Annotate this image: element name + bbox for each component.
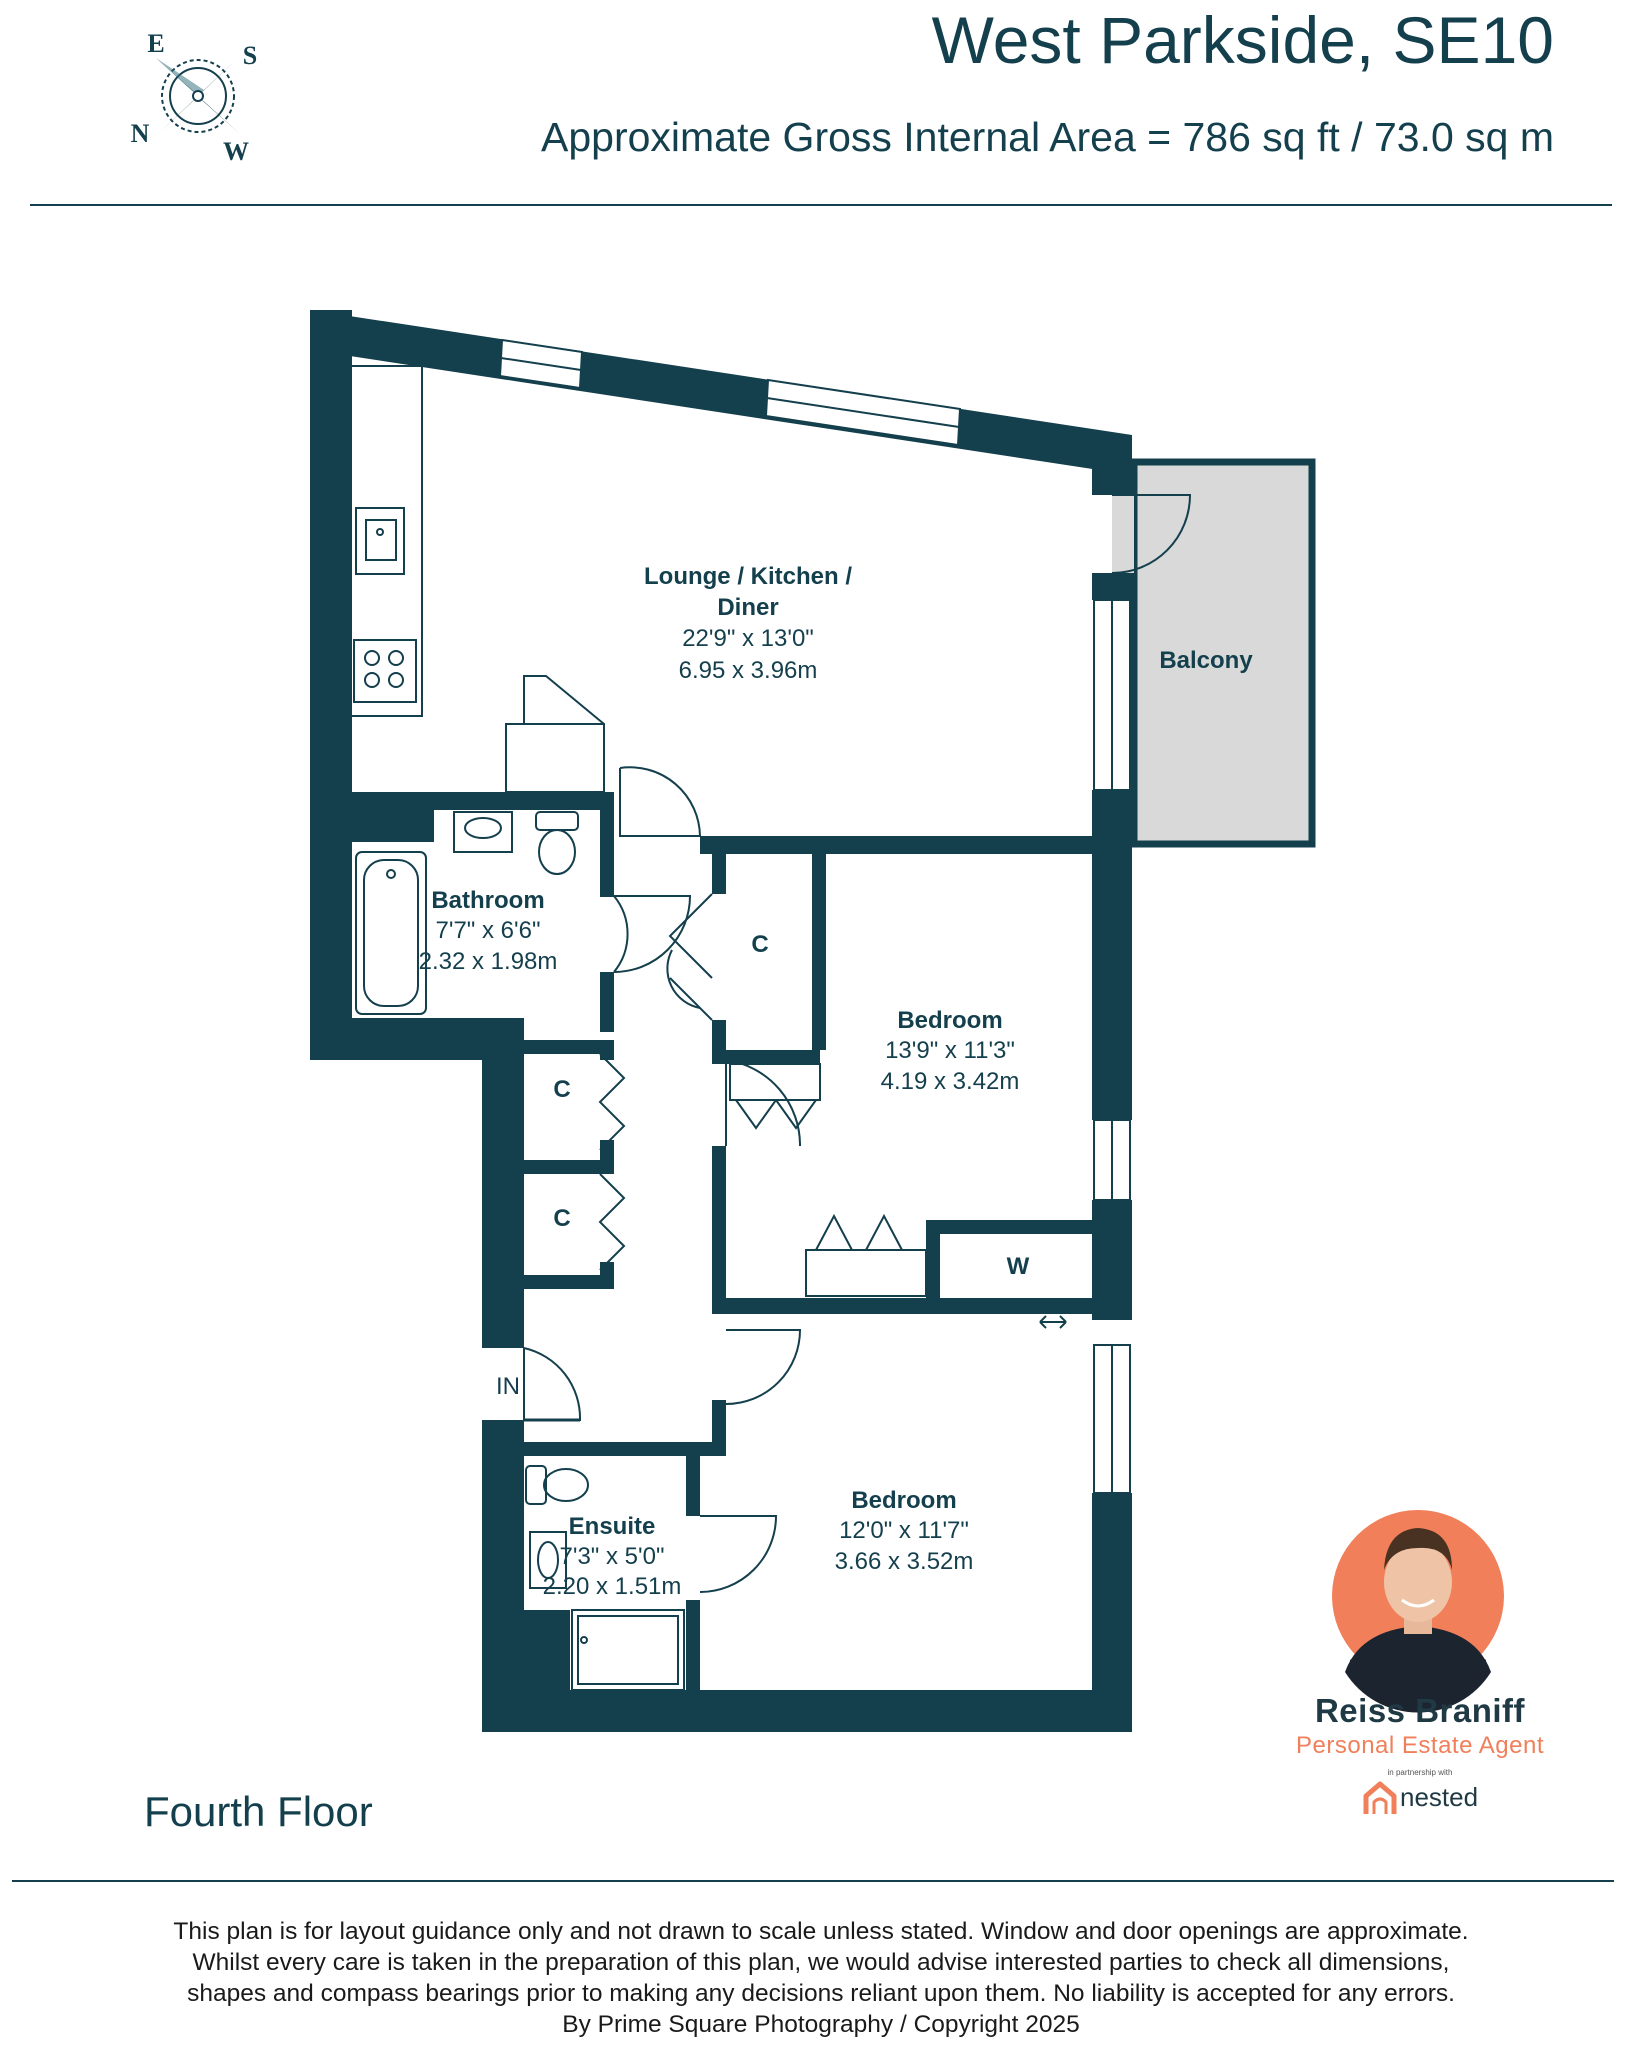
bedroom2-name: Bedroom	[851, 1487, 956, 1514]
ensuite-name: Ensuite	[569, 1513, 656, 1540]
nested-logo-icon	[1363, 1781, 1397, 1814]
lounge-name-2: Diner	[717, 594, 778, 621]
header-divider	[30, 204, 1612, 206]
bathroom-imperial: 7'7" x 6'6"	[436, 917, 541, 944]
compass-icon: E S N W	[131, 29, 258, 166]
compass-south: S	[243, 41, 257, 70]
compass-west: W	[223, 137, 249, 166]
bedroom1-name: Bedroom	[897, 1007, 1002, 1034]
balcony-name: Balcony	[1159, 647, 1253, 674]
disclaimer-line-2: Whilst every care is taken in the prepar…	[192, 1949, 1450, 1976]
bedroom1-imperial: 13'9" x 11'3"	[885, 1037, 1015, 1064]
cupboard-label-1: C	[751, 931, 768, 958]
windows	[498, 338, 1131, 1494]
lounge-door	[619, 766, 702, 837]
entrance-label: IN	[496, 1373, 520, 1400]
balcony-area	[1112, 458, 1316, 848]
bathroom-name: Bathroom	[431, 887, 544, 914]
bathroom-metric: 2.32 x 1.98m	[419, 948, 558, 975]
internal-walls	[310, 792, 1132, 1690]
kitchen-units	[352, 365, 605, 793]
gross-internal-area: Approximate Gross Internal Area = 786 sq…	[541, 114, 1554, 160]
bedroom2-imperial: 12'0" x 11'7"	[839, 1517, 969, 1544]
room-labels: Lounge / Kitchen / Diner 22'9" x 13'0" 6…	[419, 563, 1254, 1600]
compass-east: E	[147, 29, 164, 58]
ensuite-imperial: 7'3" x 5'0"	[560, 1543, 665, 1570]
bedroom1-metric: 4.19 x 3.42m	[881, 1068, 1020, 1095]
lounge-metric: 6.95 x 3.96m	[679, 657, 818, 684]
entrance-door	[523, 1347, 582, 1422]
disclaimer: This plan is for layout guidance only an…	[40, 1916, 1602, 2040]
bedroom2-metric: 3.66 x 3.52m	[835, 1548, 974, 1575]
ensuite-fixtures	[525, 1465, 778, 1691]
agent-photo	[1332, 1510, 1504, 1713]
disclaimer-line-1: This plan is for layout guidance only an…	[173, 1918, 1469, 1945]
agent-name: Reiss Braniff	[1314, 1692, 1526, 1729]
footer-divider	[12, 1880, 1614, 1882]
balcony-door	[1092, 494, 1192, 600]
plan-title: West Parkside, SE10	[931, 3, 1554, 77]
agent-role: Personal Estate Agent	[1296, 1732, 1544, 1759]
floor-label: Fourth Floor	[144, 1788, 373, 1835]
corridor-cupboards	[598, 1053, 626, 1271]
cupboard-label-3: C	[553, 1205, 570, 1232]
cupboard-label-2: C	[553, 1076, 570, 1103]
lounge-name-1: Lounge / Kitchen /	[644, 563, 852, 590]
partner-note: in partnership with	[1387, 1768, 1453, 1777]
brand-name: nested	[1400, 1782, 1479, 1812]
disclaimer-line-3: shapes and compass bearings prior to mak…	[187, 1980, 1455, 2007]
bedroom1-fixtures	[725, 1058, 1067, 1329]
bathroom-fixtures	[355, 811, 629, 1015]
compass-north: N	[131, 119, 150, 148]
disclaimer-line-4: By Prime Square Photography / Copyright …	[562, 2011, 1080, 2038]
wardrobe-label: W	[1007, 1253, 1030, 1280]
bedroom2-door	[725, 1329, 802, 1405]
corridor-doors	[613, 893, 713, 1021]
lounge-imperial: 22'9" x 13'0"	[682, 625, 814, 652]
ensuite-metric: 2.20 x 1.51m	[543, 1573, 682, 1600]
